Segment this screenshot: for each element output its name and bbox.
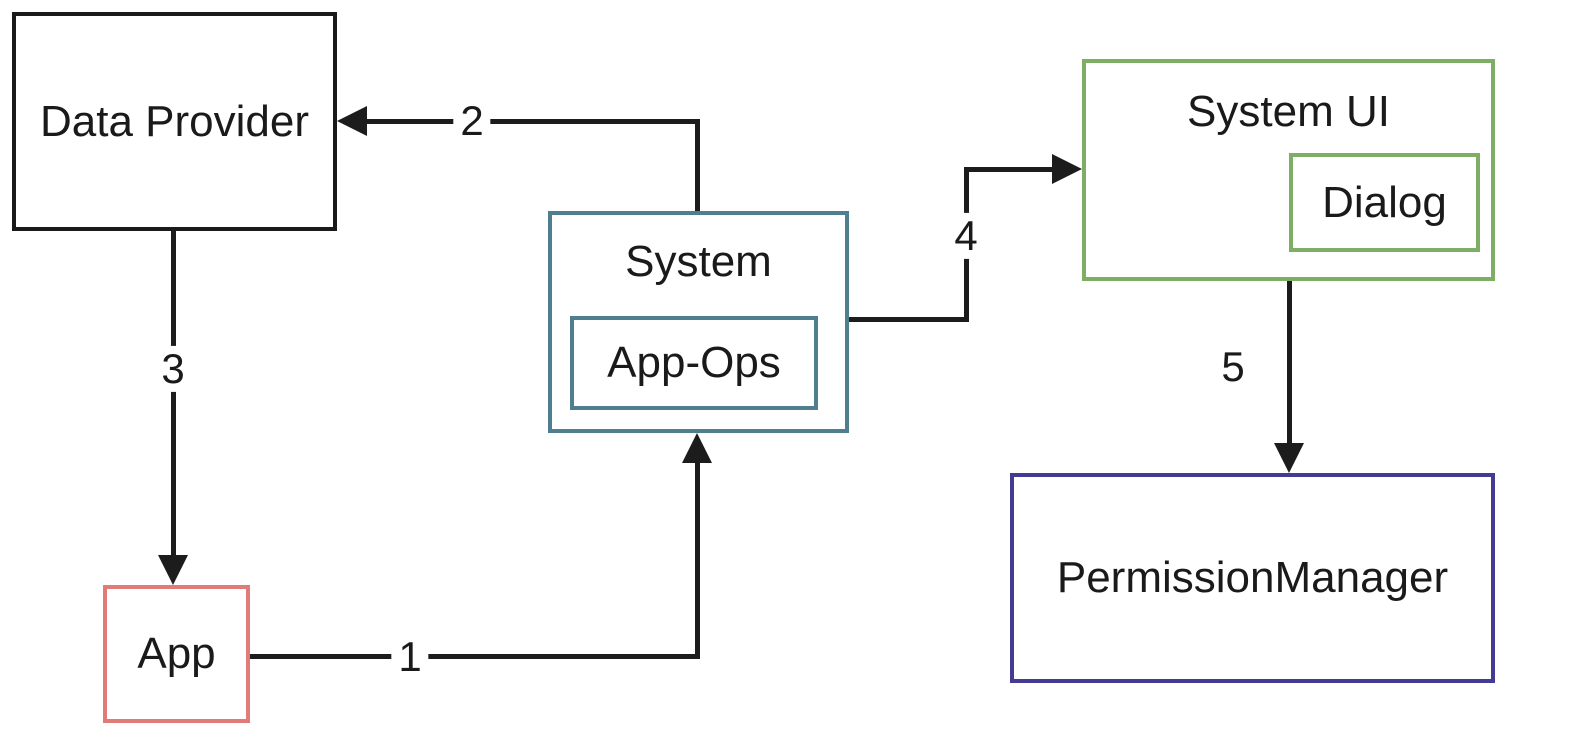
edge-2-label: 2	[453, 97, 491, 145]
node-app-ops-label: App-Ops	[607, 338, 781, 387]
node-dialog-label: Dialog	[1322, 177, 1447, 227]
edge-1-arrowhead-icon	[682, 433, 712, 463]
node-system-ui-label: System UI	[1187, 87, 1390, 136]
edge-3-line-vertical	[171, 231, 176, 561]
node-system: System App-Ops	[548, 211, 849, 433]
edge-2-line-horizontal	[350, 119, 700, 124]
edge-4-arrowhead-icon	[1052, 154, 1082, 184]
edge-5-label: 5	[1214, 343, 1252, 391]
edge-2-arrowhead-icon	[337, 106, 367, 136]
edge-4-line-horizontal-upper	[964, 167, 1054, 172]
edge-5-line-vertical	[1287, 281, 1292, 446]
node-system-ui: System UI Dialog	[1082, 59, 1495, 281]
node-app-label: App	[137, 629, 216, 678]
node-data-provider-label: Data Provider	[39, 96, 309, 146]
node-permission-manager-label: PermissionManager	[1056, 553, 1449, 602]
node-app-ops: App-Ops	[570, 316, 818, 410]
node-system-label: System	[625, 237, 772, 286]
node-permission-manager: PermissionManager	[1010, 473, 1495, 683]
node-dialog: Dialog	[1289, 153, 1480, 252]
edge-1-line-vertical	[695, 459, 700, 659]
node-app: App	[103, 585, 250, 723]
edge-4-line-horizontal-lower	[849, 317, 969, 322]
edge-1-line-horizontal	[250, 654, 700, 659]
edge-3-arrowhead-icon	[158, 555, 188, 585]
edge-5-arrowhead-icon	[1274, 443, 1304, 473]
edge-4-label: 4	[947, 212, 985, 260]
edge-1-label: 1	[391, 633, 429, 681]
node-data-provider: Data Provider	[12, 12, 337, 231]
edge-2-line-vertical	[695, 119, 700, 211]
edge-3-label: 3	[154, 345, 192, 393]
